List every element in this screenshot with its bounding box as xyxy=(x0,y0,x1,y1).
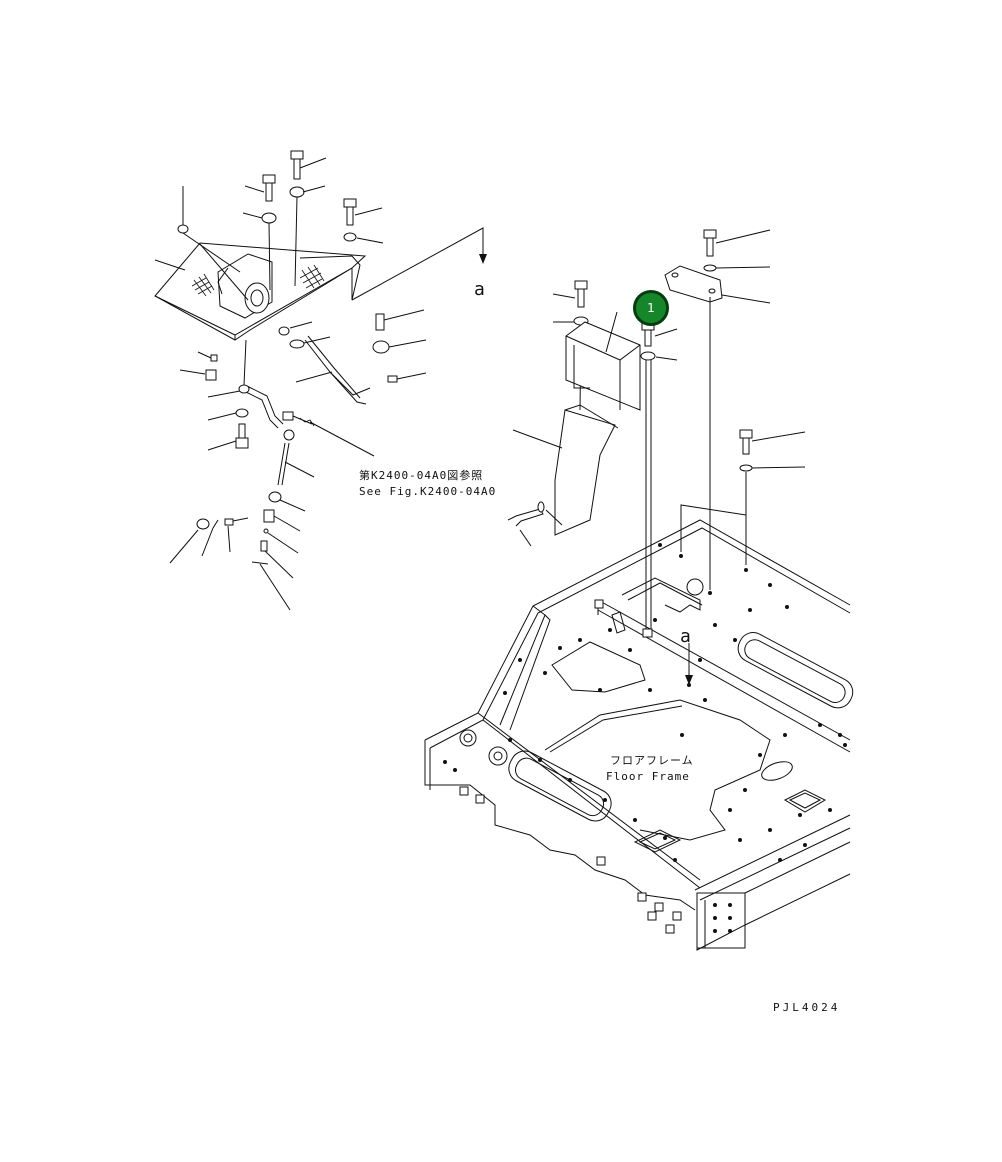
reference-jp: 第K2400-04A0図参照 xyxy=(359,469,484,482)
floor-frame-en: Floor Frame xyxy=(606,770,690,783)
callout-1[interactable]: 1 xyxy=(633,290,669,326)
floor-frame-jp: フロアフレーム xyxy=(610,754,694,767)
center-bracket xyxy=(507,280,641,547)
left-fasteners xyxy=(154,150,384,301)
cover-plate xyxy=(664,229,806,590)
floor-frame xyxy=(424,519,854,951)
view-ref-top: a xyxy=(474,279,485,300)
drawing-number: PJL4024 xyxy=(773,1001,841,1014)
callout-bolt xyxy=(640,321,678,630)
linkage-parts xyxy=(169,309,427,611)
view-ref-bottom: a xyxy=(680,626,691,647)
reference-en: See Fig.K2400-04A0 xyxy=(359,485,497,498)
control-bracket-assembly xyxy=(154,227,487,341)
